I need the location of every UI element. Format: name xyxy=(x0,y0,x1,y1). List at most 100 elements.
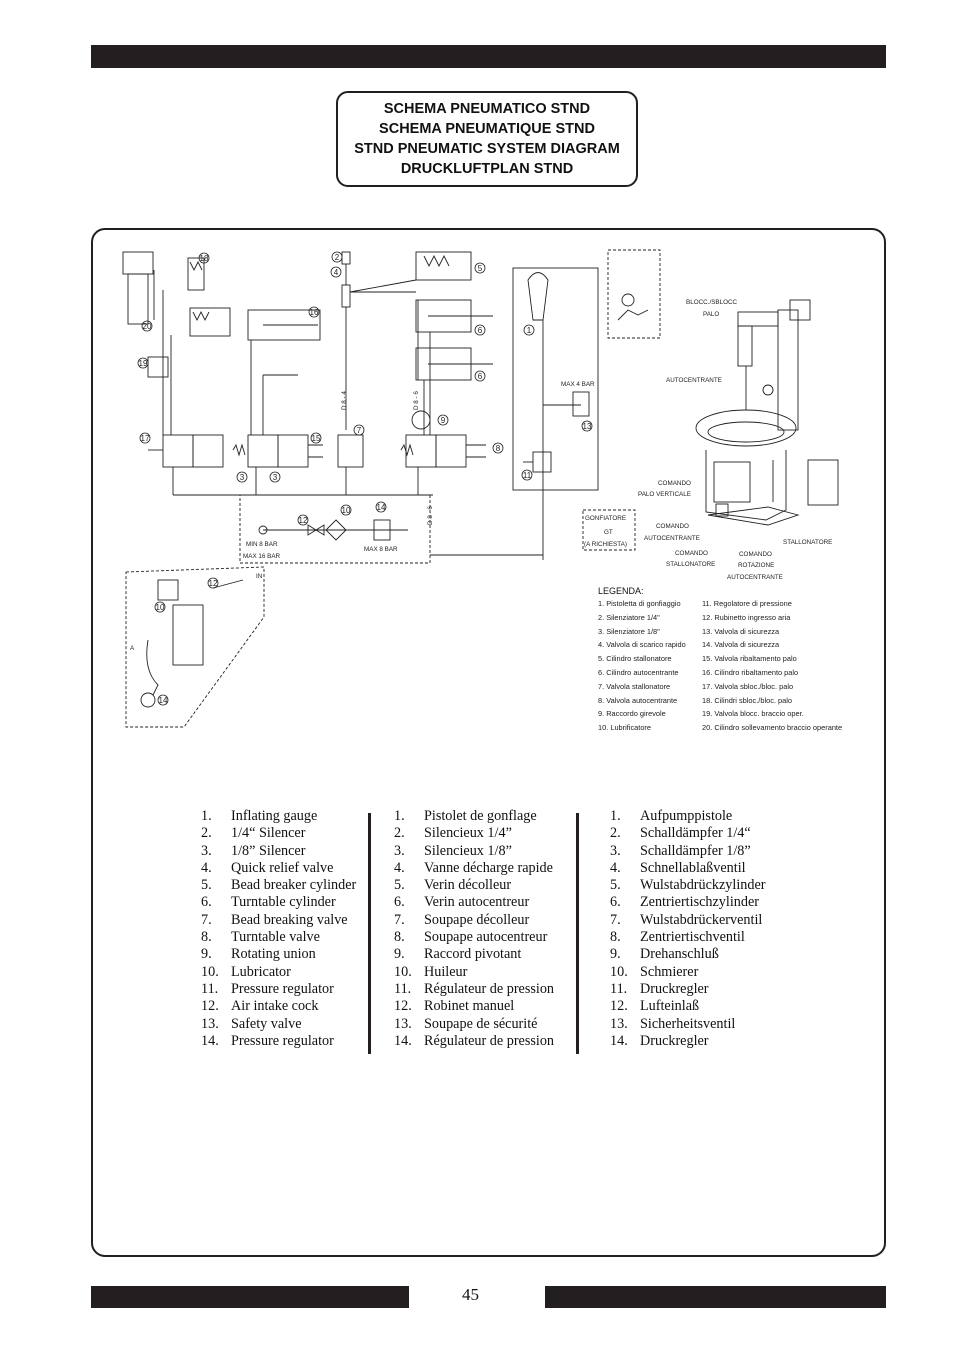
legend-item: 1. Pistoletta di gonfiaggio xyxy=(598,599,681,608)
label-max4bar: MAX 4 BAR xyxy=(561,381,595,388)
callout-13: 13 xyxy=(583,422,592,431)
list-item: 14.Druckregler xyxy=(610,1032,709,1049)
label-gt: GT xyxy=(604,529,613,536)
footer-bar-right xyxy=(545,1286,886,1308)
list-item: 4.Vanne décharge rapide xyxy=(394,859,553,876)
legend-item: 10. Lubrificatore xyxy=(598,723,651,733)
list-item: 5.Bead breaker cylinder xyxy=(201,877,357,894)
legend-item: 11. Regolatore di pressione xyxy=(702,599,792,608)
top-bar xyxy=(91,45,886,68)
title-box: SCHEMA PNEUMATICO STND SCHEMA PNEUMATIQU… xyxy=(336,91,638,187)
list-item: 6.Verin autocentreur xyxy=(394,894,530,911)
legend-item: 4. Valvola di scarico rapido xyxy=(598,640,686,650)
label-stallonatore-2: STALLONATORE xyxy=(666,561,715,568)
title-german: DRUCKLUFTPLAN STND xyxy=(400,161,574,177)
content-frame xyxy=(91,228,886,1257)
list-item: 13.Soupape de sécurité xyxy=(394,1015,538,1032)
list-item: 3.Silencieux 1/8” xyxy=(394,842,512,859)
list-item: 13.Sicherheitsventil xyxy=(610,1015,736,1032)
list-item: 10.Schmierer xyxy=(610,963,699,980)
list-item: 2.Silencieux 1/4” xyxy=(394,825,512,842)
list-item: 11.Pressure regulator xyxy=(201,980,334,997)
label-comando-1: COMANDO xyxy=(658,480,691,487)
callout-4: 4 xyxy=(334,268,339,277)
callout-3a: 3 xyxy=(240,473,245,482)
label-autocentrante: AUTOCENTRANTE xyxy=(666,377,722,384)
callout-6b: 6 xyxy=(478,372,483,381)
list-item: 10.Huileur xyxy=(394,963,468,980)
list-item: 8.Soupape autocentreur xyxy=(394,929,548,946)
list-item: 7.Soupape décolleur xyxy=(394,911,530,928)
callout-14: 14 xyxy=(377,503,386,512)
label-comando-3: COMANDO xyxy=(675,550,708,557)
callout-20: 20 xyxy=(143,322,152,331)
callout-circles xyxy=(137,251,593,706)
list-item: 9.Rotating union xyxy=(201,946,316,963)
list-item: 14.Régulateur de pression xyxy=(394,1032,555,1049)
label-d866: D 8 - 6 xyxy=(413,391,420,410)
label-comando-4: COMANDO xyxy=(739,551,772,558)
callout-3b: 3 xyxy=(273,473,278,482)
callout-18: 18 xyxy=(200,254,209,263)
list-french: 1.Pistolet de gonflage 2.Silencieux 1/4”… xyxy=(394,808,554,1050)
label-rotazione: ROTAZIONE xyxy=(738,562,774,569)
legend-right: 11. Regolatore di pressione 12. Rubinett… xyxy=(702,597,842,735)
legend-item: 2. Silenziatore 1/4" xyxy=(598,612,660,622)
label-max8bar: MAX 8 BAR xyxy=(364,546,398,553)
list-item: 8.Turntable valve xyxy=(201,929,320,946)
list-item: 2.1/4“ Silencer xyxy=(201,825,306,842)
legend-item: 12. Rubinetto ingresso aria xyxy=(702,612,791,622)
title-french: SCHEMA PNEUMATIQUE STND xyxy=(379,121,595,137)
callout-14-inset: 14 xyxy=(159,696,168,705)
list-item: 1.Inflating gauge xyxy=(201,808,318,824)
list-item: 9.Raccord pivotant xyxy=(394,946,522,963)
label-d866b: D 8 - 6 xyxy=(427,506,434,525)
list-item: 6.Turntable cylinder xyxy=(201,894,336,911)
label-a: A xyxy=(130,645,135,652)
list-item: 1.Pistolet de gonflage xyxy=(394,808,537,824)
callout-19: 19 xyxy=(139,359,148,368)
column-separator-1 xyxy=(368,813,371,1054)
legend-item: 13. Valvola di sicurezza xyxy=(702,626,780,636)
legend-item: 16. Cilindro ribaltamento palo xyxy=(702,667,799,677)
label-palo-verticale: PALO VERTICALE xyxy=(638,491,691,498)
legend-item: 6. Cilindro autocentrante xyxy=(598,667,679,677)
list-english: 1.Inflating gauge 2.1/4“ Silencer 3.1/8”… xyxy=(201,808,356,1050)
pneumatic-diagram: 1 2 3 3 4 5 6 6 7 8 9 10 11 12 13 14 15 … xyxy=(122,249,839,728)
label-comando-2: COMANDO xyxy=(656,523,689,530)
column-separator-2 xyxy=(576,813,579,1054)
list-item: 3.Schalldämpfer 1/8” xyxy=(610,842,751,859)
list-item: 5.Wulstabdrückzylinder xyxy=(610,877,766,894)
lift-cylinder-20 xyxy=(122,251,154,275)
legend-item: 15. Valvola ribaltamento palo xyxy=(702,654,797,664)
callout-2: 2 xyxy=(335,253,340,262)
list-item: 4.Quick relief valve xyxy=(201,859,334,876)
callout-10-inset: 10 xyxy=(156,603,165,612)
list-german: 1.Aufpumppistole 2.Schalldämpfer 1/4“ 3.… xyxy=(610,808,766,1050)
legend-item: 19. Valvola blocc. braccio oper. xyxy=(702,709,804,719)
list-item: 8.Zentriertischventil xyxy=(610,929,745,946)
callout-11: 11 xyxy=(523,471,532,480)
legend-left: 1. Pistoletta di gonfiaggio 2. Silenziat… xyxy=(598,597,686,735)
callout-17: 17 xyxy=(141,434,150,443)
label-d864: D 8 - 4 xyxy=(341,391,348,410)
label-palo: PALO xyxy=(703,311,719,318)
list-item: 13.Safety valve xyxy=(201,1015,302,1032)
list-item: 7.Wulstabdrückerventil xyxy=(610,911,763,928)
callout-15: 15 xyxy=(312,434,321,443)
label-min8bar: MIN 8 BAR xyxy=(246,541,278,548)
list-item: 11.Druckregler xyxy=(610,980,709,997)
legend-item: 9. Raccordo girevole xyxy=(598,709,666,719)
callout-12-inset: 12 xyxy=(209,579,218,588)
legend-item: 7. Valvola stallonatore xyxy=(598,681,671,691)
label-in: IN xyxy=(256,573,263,580)
label-richiesta: (A RICHIESTA) xyxy=(584,541,627,548)
list-item: 5.Verin décolleur xyxy=(394,877,512,894)
list-item: 1.Aufpumppistole xyxy=(610,808,733,824)
legend-item: 18. Cilindri sbloc./bloc. palo xyxy=(702,695,792,705)
label-blocc: BLOCC./SBLOCC xyxy=(686,299,738,306)
callout-16: 16 xyxy=(310,308,319,317)
legend-item: 14. Valvola di sicurezza xyxy=(702,640,780,650)
legend-item: 20. Cilindro sollevamento braccio operan… xyxy=(702,723,843,733)
legend-title: LEGENDA: xyxy=(598,586,644,596)
